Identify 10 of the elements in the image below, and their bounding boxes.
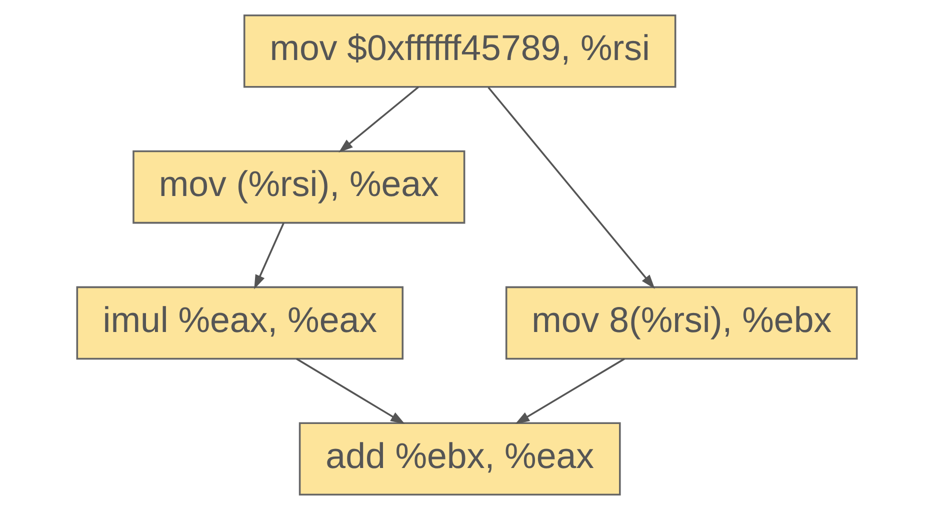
arrow	[296, 358, 405, 424]
node-box: mov $0xffffff45789, %rsi	[243, 14, 676, 88]
node-box: mov (%rsi), %eax	[132, 150, 466, 224]
node-box: imul %eax, %eax	[76, 286, 404, 360]
arrow	[254, 222, 285, 290]
node-box: add %ebx, %eax	[298, 422, 621, 496]
arrow	[338, 86, 419, 153]
node-box: mov 8(%rsi), %ebx	[505, 286, 858, 360]
arrow	[515, 358, 625, 424]
arrow	[488, 86, 655, 289]
